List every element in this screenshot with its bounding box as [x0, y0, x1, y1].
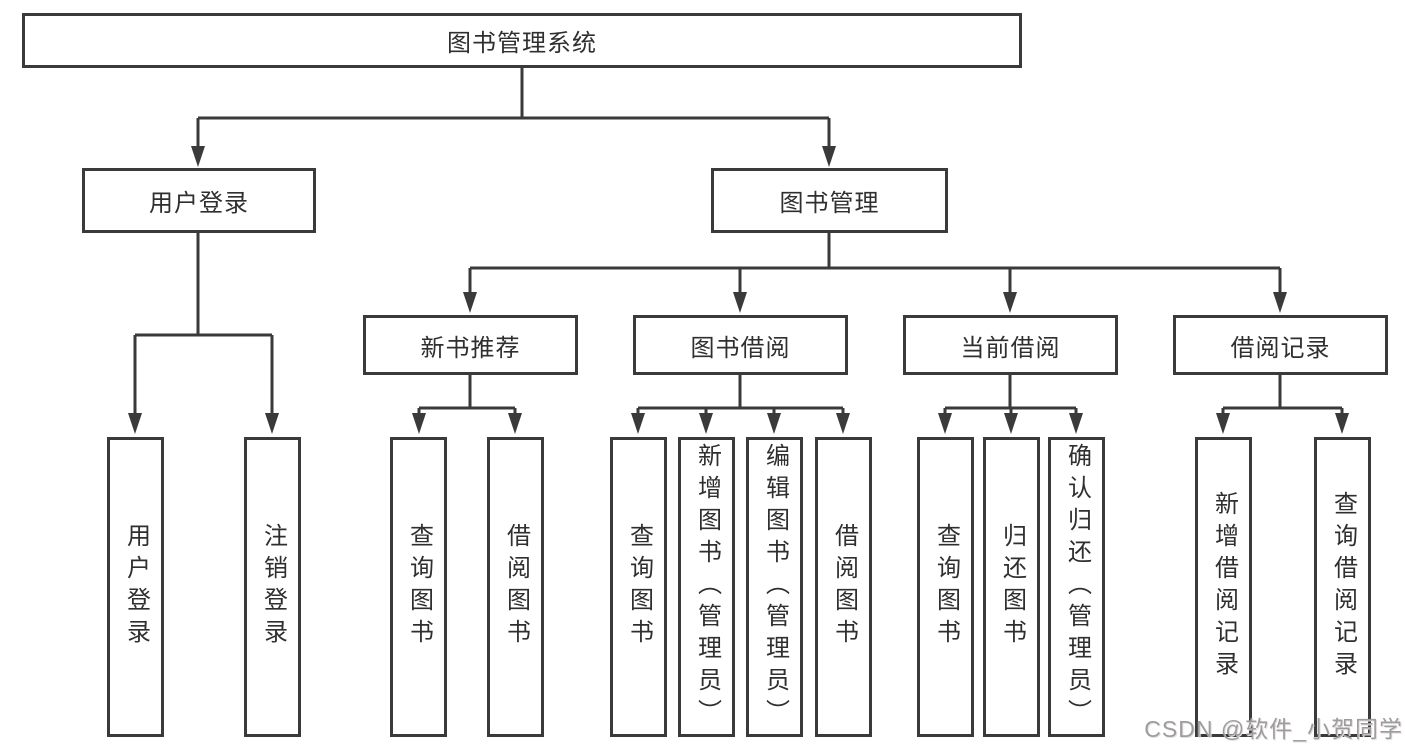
arrow-down-icon: [699, 413, 713, 434]
leaf-borrow-books-recommend-label: 借阅图书: [502, 523, 530, 651]
node-book-management: 图书管理: [711, 168, 948, 233]
arrow-down-icon: [508, 413, 522, 434]
leaf-return-books: 归还图书: [983, 437, 1040, 737]
arrow-down-icon: [631, 413, 645, 434]
leaf-confirm-return-admin: 确认归还（管理员）: [1048, 437, 1105, 737]
arrow-down-icon: [767, 413, 781, 434]
leaf-add-books-admin-label: 新增图书（管理员）: [693, 443, 721, 731]
leaf-query-books-current-label: 查询图书: [932, 523, 960, 651]
leaf-borrow-books: 借阅图书: [815, 437, 872, 737]
leaf-query-books-borrow-label: 查询图书: [625, 523, 653, 651]
arrow-down-icon: [733, 292, 747, 313]
leaf-query-books-current: 查询图书: [917, 437, 974, 737]
leaf-return-books-label: 归还图书: [998, 523, 1026, 651]
arrow-down-icon: [191, 146, 205, 167]
leaf-borrow-books-label: 借阅图书: [830, 523, 858, 651]
arrow-down-icon: [938, 413, 952, 434]
leaf-user-login: 用户登录: [107, 437, 164, 737]
leaf-add-borrow-record: 新增借阅记录: [1195, 437, 1252, 737]
arrow-down-icon: [463, 292, 477, 313]
arrow-down-icon: [1335, 413, 1349, 434]
leaf-query-books-recommend-label: 查询图书: [405, 523, 433, 651]
arrow-down-icon: [822, 146, 836, 167]
leaf-edit-books-admin-label: 编辑图书（管理员）: [761, 443, 789, 731]
arrow-down-icon: [1003, 292, 1017, 313]
leaf-query-books-borrow: 查询图书: [610, 437, 667, 737]
leaf-query-borrow-record: 查询借阅记录: [1314, 437, 1371, 737]
arrow-down-icon: [1216, 413, 1230, 434]
arrow-down-icon: [1069, 413, 1083, 434]
arrow-down-icon: [128, 413, 142, 434]
arrow-down-icon: [412, 413, 426, 434]
node-new-book-recommend: 新书推荐: [363, 315, 578, 375]
leaf-confirm-return-admin-label: 确认归还（管理员）: [1063, 443, 1091, 731]
leaf-add-books-admin: 新增图书（管理员）: [678, 437, 735, 737]
leaf-borrow-books-recommend: 借阅图书: [487, 437, 544, 737]
leaf-logout-label: 注销登录: [259, 523, 287, 651]
leaf-logout: 注销登录: [244, 437, 301, 737]
arrow-down-icon: [1273, 292, 1287, 313]
node-borrow-records: 借阅记录: [1173, 315, 1388, 375]
node-book-borrow: 图书借阅: [633, 315, 848, 375]
arrow-down-icon: [836, 413, 850, 434]
node-root: 图书管理系统: [22, 13, 1022, 68]
arrow-down-icon: [1004, 413, 1018, 434]
arrow-down-icon: [265, 413, 279, 434]
node-user-login: 用户登录: [82, 168, 316, 233]
leaf-add-borrow-record-label: 新增借阅记录: [1210, 491, 1238, 683]
leaf-user-login-label: 用户登录: [122, 523, 150, 651]
leaf-edit-books-admin: 编辑图书（管理员）: [746, 437, 803, 737]
leaf-query-books-recommend: 查询图书: [390, 437, 447, 737]
csdn-watermark: CSDN @软件_小贺同学: [1144, 716, 1403, 742]
node-current-borrow: 当前借阅: [903, 315, 1118, 375]
leaf-query-borrow-record-label: 查询借阅记录: [1329, 491, 1357, 683]
